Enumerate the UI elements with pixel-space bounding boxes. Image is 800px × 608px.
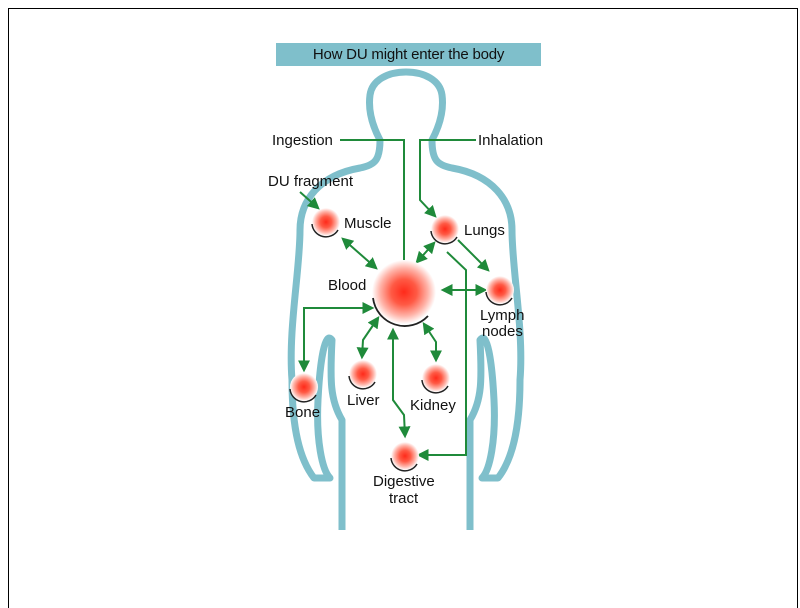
blood-bone-arrow bbox=[304, 308, 368, 370]
bone-label: Bone bbox=[285, 404, 320, 421]
blood-label: Blood bbox=[328, 277, 366, 294]
ingestion-label: Ingestion bbox=[272, 132, 333, 149]
bone-node bbox=[290, 373, 318, 402]
digestive-tract-node bbox=[391, 442, 419, 471]
liver-node bbox=[349, 360, 377, 389]
du-fragment-label: DU fragment bbox=[268, 173, 354, 190]
lungs-node bbox=[431, 215, 459, 244]
digestive-label-line1: Digestive bbox=[373, 473, 435, 490]
lungs-blood-arrow bbox=[417, 243, 434, 262]
blood-kidney-arrow bbox=[424, 324, 436, 360]
lymph-label-line2: nodes bbox=[482, 323, 523, 340]
lymph-label-line1: Lymph bbox=[480, 307, 524, 324]
muscle-label: Muscle bbox=[344, 215, 392, 232]
blood-node bbox=[372, 260, 436, 326]
inhalation-label: Inhalation bbox=[478, 132, 543, 149]
lungs-label: Lungs bbox=[464, 222, 505, 239]
lymph-nodes-node bbox=[486, 276, 514, 305]
inhalation-path bbox=[420, 140, 476, 216]
kidney-label: Kidney bbox=[410, 397, 456, 414]
blood-liver-arrow bbox=[362, 318, 378, 357]
blood-digestive-arrow bbox=[393, 330, 405, 436]
digestive-label-line2: tract bbox=[389, 490, 419, 507]
liver-label: Liver bbox=[347, 392, 380, 409]
muscle-node bbox=[312, 208, 340, 237]
kidney-node bbox=[422, 364, 450, 393]
muscle-blood-arrow bbox=[343, 239, 376, 268]
